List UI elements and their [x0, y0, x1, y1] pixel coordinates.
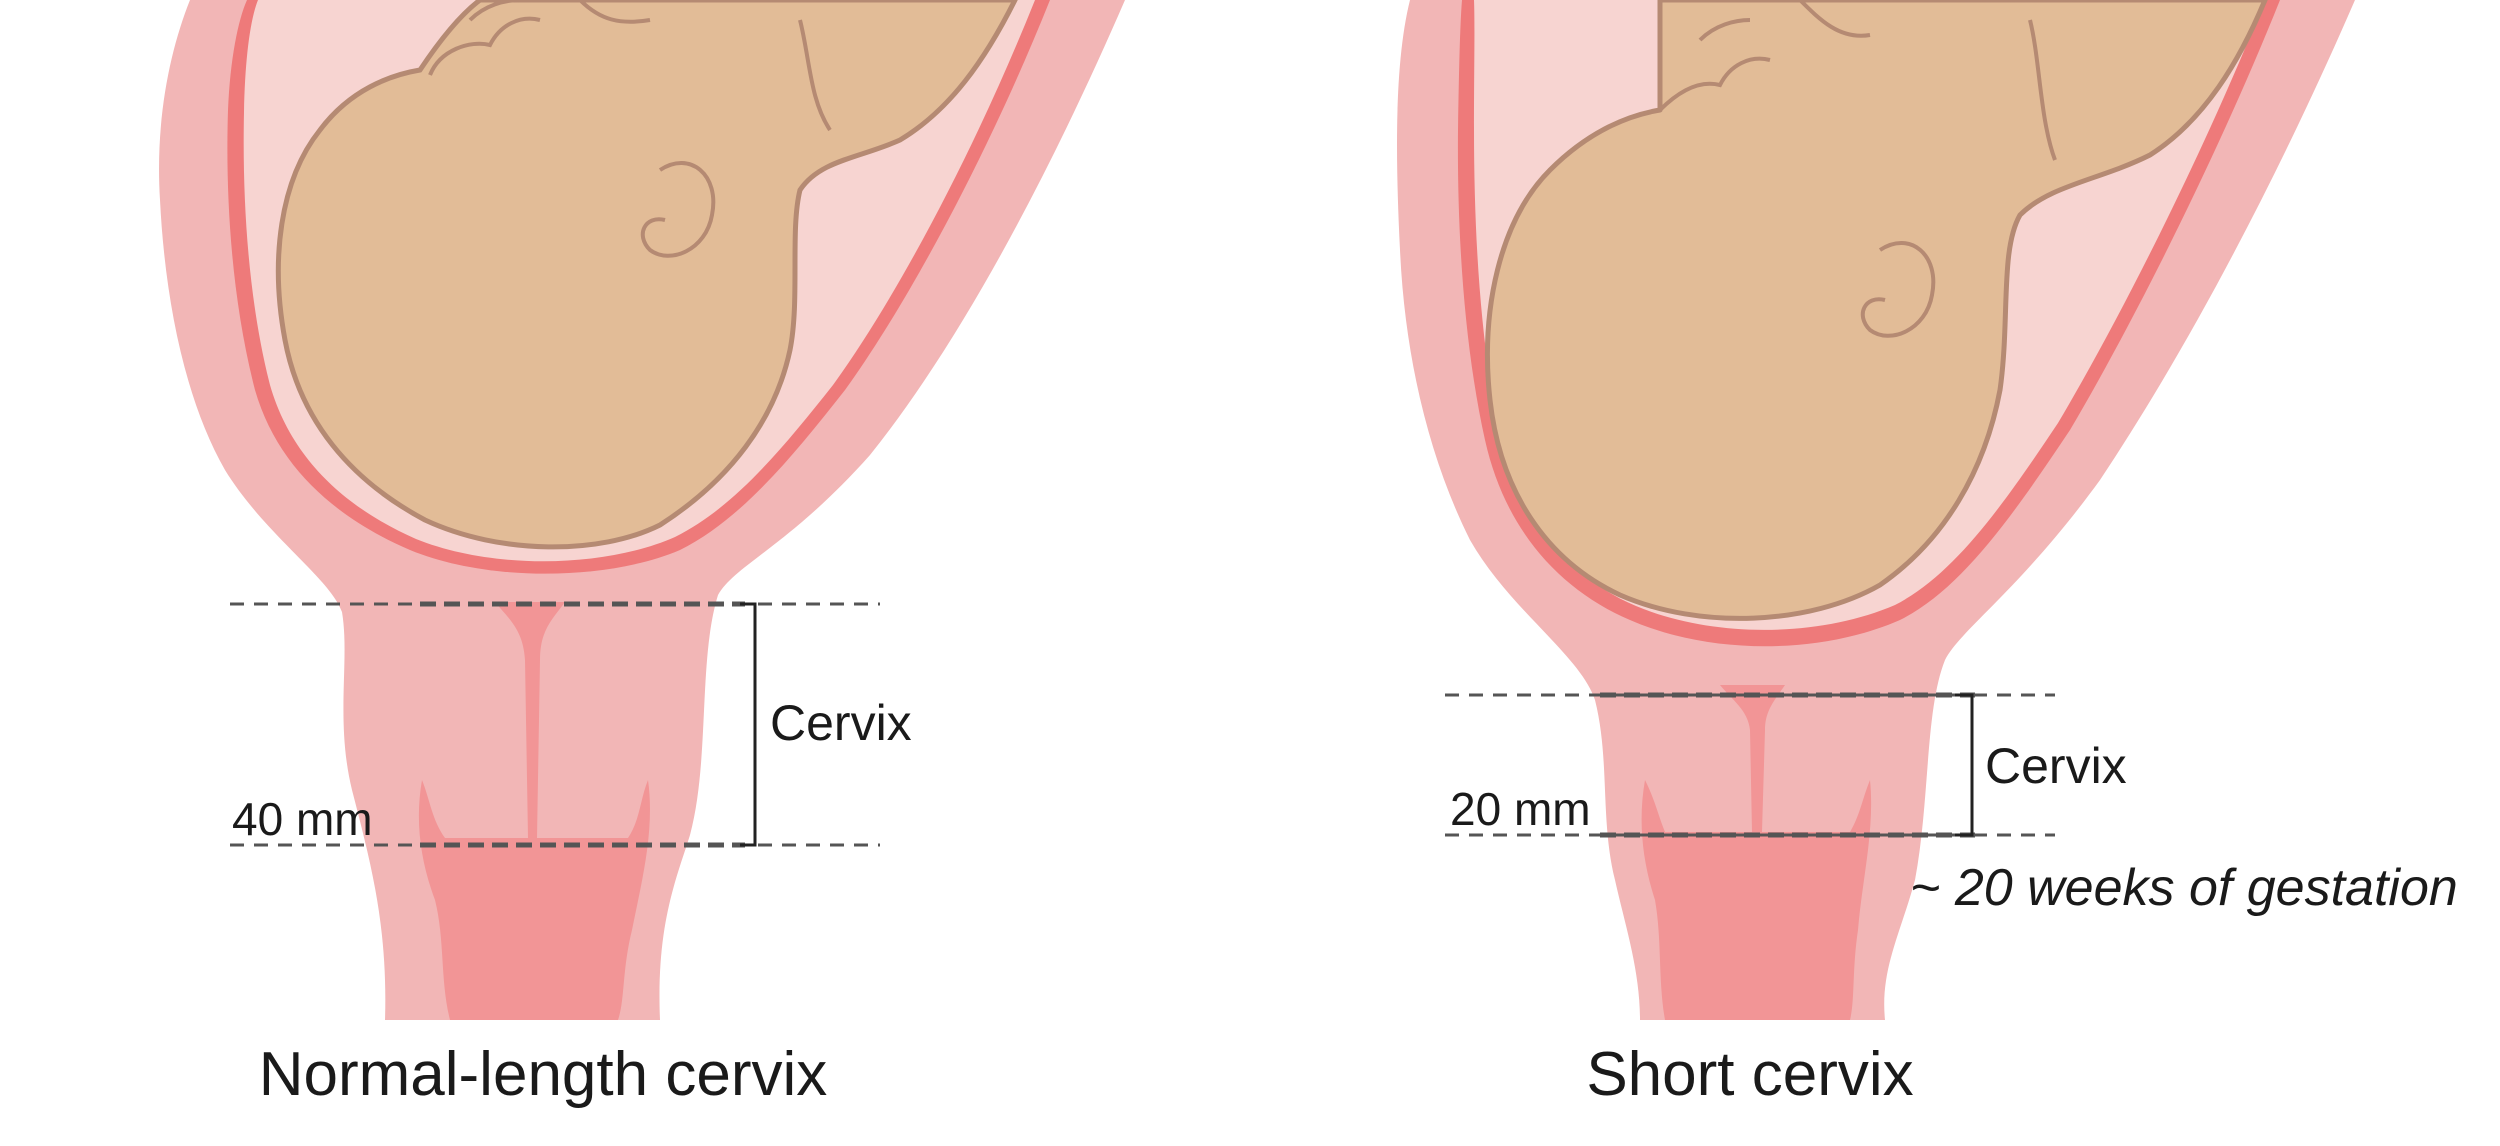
fetus — [1485, 0, 2268, 621]
fetus-hand — [428, 0, 541, 76]
vaginal-canal — [1641, 780, 1872, 1020]
fetus-ear — [640, 161, 716, 258]
panel-caption: Short cervix — [1586, 1040, 1913, 1109]
measurement-label: 40 mm — [232, 793, 373, 845]
fetus-hand — [1658, 18, 1771, 112]
short-cervix-panel: 20 mm Cervix ~ 20 weeks of gestation Sho… — [1397, 0, 2458, 1109]
fetus-limb — [1798, 0, 2057, 161]
gestation-note: ~ 20 weeks of gestation — [1910, 859, 2458, 917]
normal-cervix-panel: 40 mm Cervix Normal-length cervix — [159, 0, 1125, 1109]
cervix-label: Cervix — [770, 695, 912, 751]
uterus-illustration-short — [1397, 0, 2355, 1020]
cervix-label: Cervix — [1985, 738, 2127, 794]
fetus-limb — [578, 0, 832, 132]
fetus-ear — [1860, 241, 1936, 338]
cervical-canal — [495, 602, 565, 838]
measurement-label: 20 mm — [1450, 783, 1591, 835]
cervical-canal — [1720, 685, 1785, 832]
cervix-length-bracket — [1955, 693, 1974, 837]
vaginal-canal — [418, 780, 650, 1020]
panel-caption: Normal-length cervix — [259, 1040, 828, 1109]
cervix-length-bracket — [740, 602, 757, 847]
uterus-illustration-normal — [159, 0, 1125, 1020]
fetus — [275, 0, 1018, 550]
